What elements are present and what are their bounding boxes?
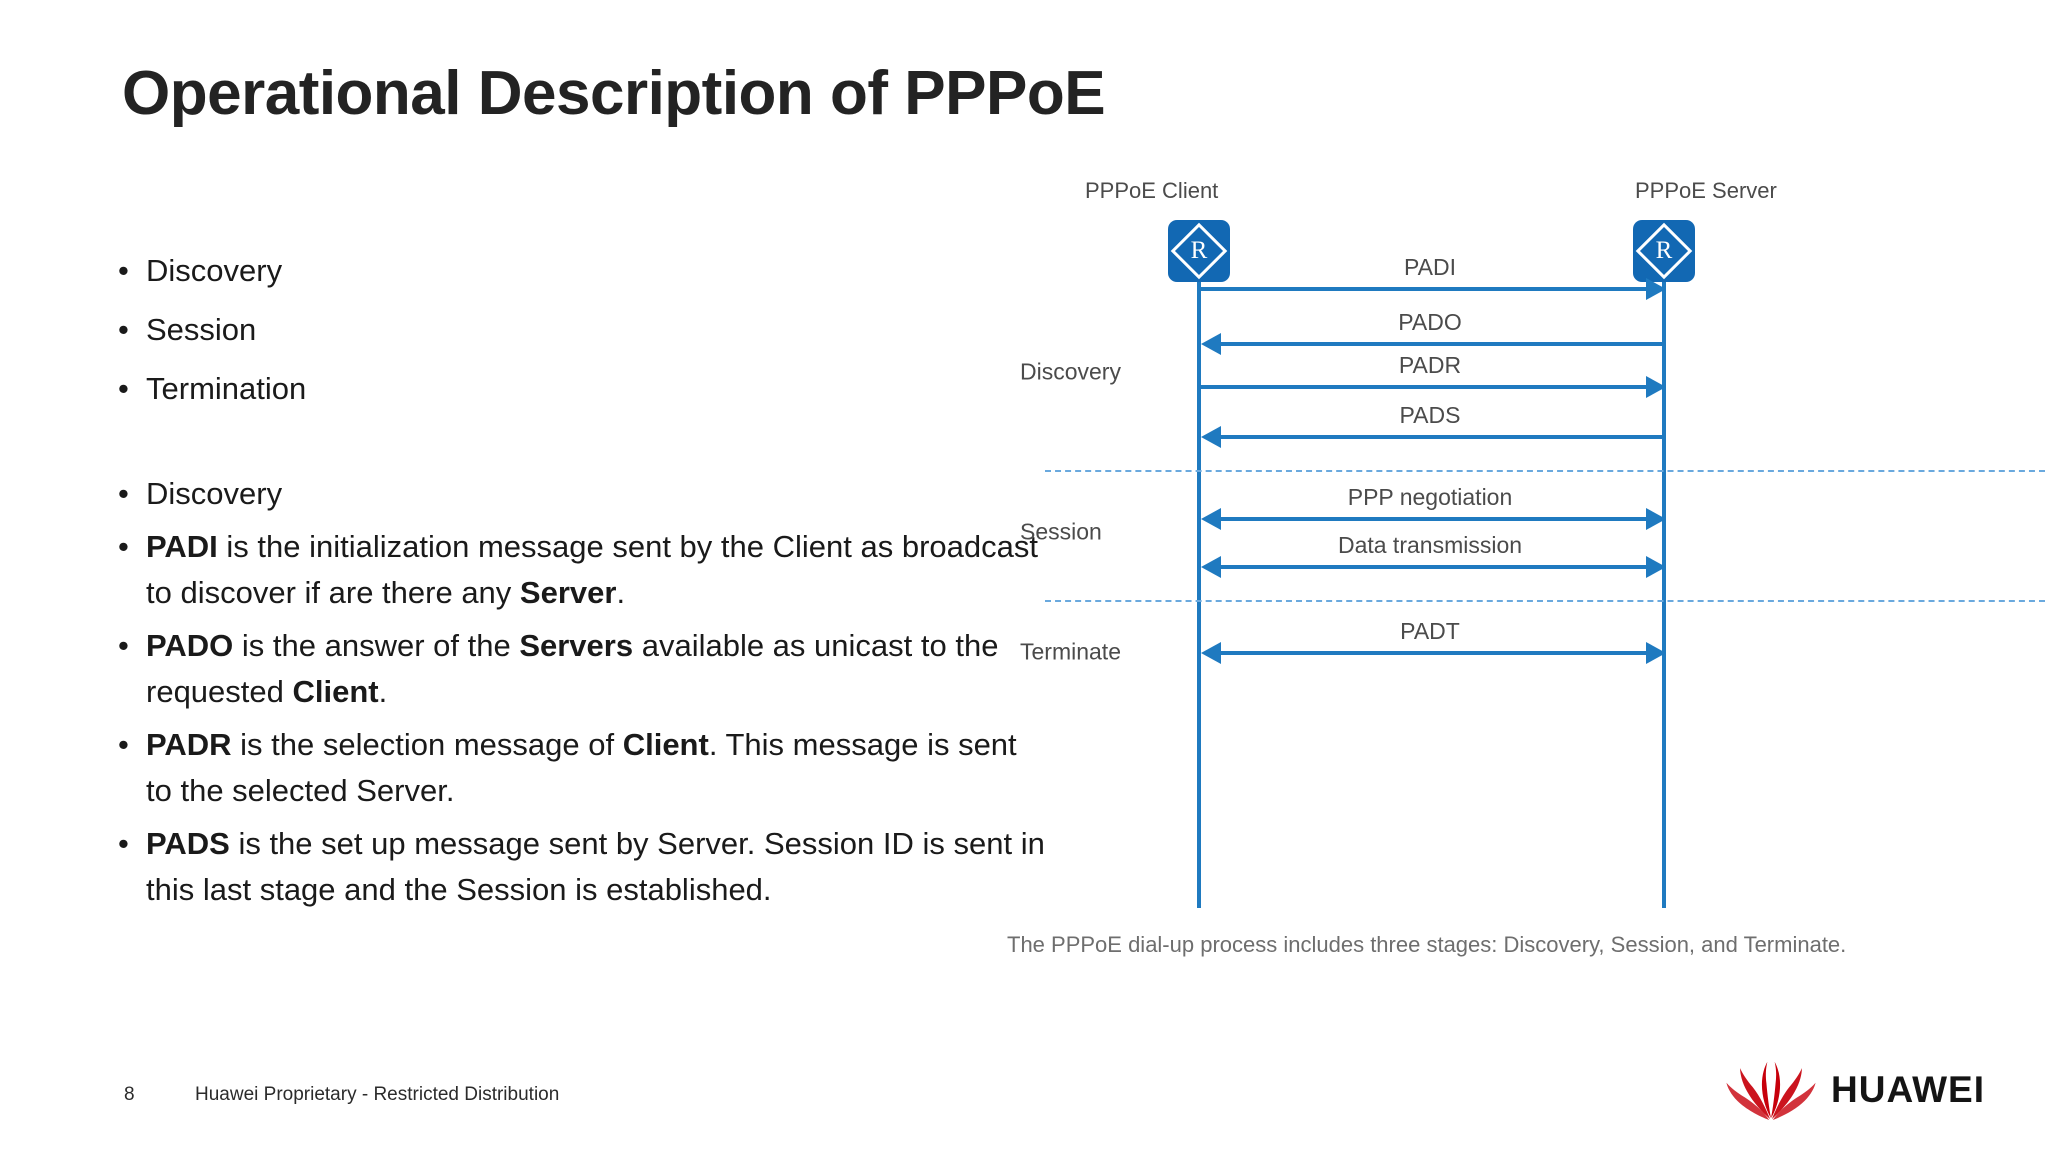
bullet-marker: • <box>118 253 129 288</box>
footer-confidentiality-note: Huawei Proprietary - Restricted Distribu… <box>195 1084 560 1105</box>
body-text: . <box>616 575 626 610</box>
bullet-marker: • <box>118 727 129 762</box>
list-item-label: Discovery <box>146 253 283 288</box>
body-text: is the initialization message sent by th… <box>146 529 1038 610</box>
arrow-head-right-icon <box>1646 278 1666 300</box>
list-item-rich-text: PADR is the selection message of Client.… <box>146 722 1048 814</box>
emphasis-text: PADO <box>146 628 234 663</box>
arrow-line <box>1221 565 1646 569</box>
emphasis-text: Client <box>622 727 709 762</box>
router-icon: R <box>1633 220 1695 282</box>
emphasis-text: PADR <box>146 727 232 762</box>
list-item: • PADI is the initialization message sen… <box>118 524 1048 616</box>
client-lifeline <box>1197 282 1201 908</box>
page-title: Operational Description of PPPoE <box>122 59 1106 128</box>
bullet-marker: • <box>118 312 129 347</box>
router-icon: R <box>1168 220 1230 282</box>
list-spacer <box>118 425 1048 471</box>
list-item-rich-text: PADO is the answer of the Servers availa… <box>146 623 1048 715</box>
arrow-line <box>1221 651 1646 655</box>
arrow-line <box>1201 287 1646 291</box>
page-number: 8 <box>124 1084 135 1105</box>
stage-divider <box>1045 470 2045 472</box>
bullet-marker: • <box>118 628 129 663</box>
message-label-padr: PADR <box>1398 352 1462 378</box>
message-label-padt: PADT <box>1400 618 1460 644</box>
list-item: • Termination <box>118 366 1048 412</box>
emphasis-text: PADS <box>146 826 230 861</box>
huawei-wordmark: HUAWEI <box>1831 1069 1985 1110</box>
body-text: available as unicast to the requested <box>146 628 999 709</box>
body-text: . <box>378 674 388 709</box>
stage-label-discovery: Discovery <box>1020 358 1121 385</box>
server-lifeline <box>1662 282 1666 908</box>
body-text: . This message is sent to the selected S… <box>146 727 1017 808</box>
arrow-head-left-icon <box>1201 556 1221 578</box>
list-item: • Discovery <box>118 248 1048 294</box>
body-text: is the set up message sent by Server. Se… <box>146 826 1045 907</box>
bullet-marker: • <box>118 371 129 406</box>
list-item-label: Termination <box>146 371 307 406</box>
arrow-line <box>1221 435 1666 439</box>
list-item-rich-text: PADI is the initialization message sent … <box>146 524 1048 616</box>
arrow-head-left-icon <box>1201 508 1221 530</box>
bullet-marker: • <box>118 476 129 511</box>
list-item: • Discovery <box>118 471 1048 517</box>
arrow-head-right-icon <box>1646 508 1666 530</box>
emphasis-text: Server <box>519 575 617 610</box>
arrow-head-left-icon <box>1201 426 1221 448</box>
stage-label-terminate: Terminate <box>1020 638 1121 665</box>
arrow-head-right-icon <box>1646 642 1666 664</box>
arrow-line <box>1221 517 1646 521</box>
message-label-pado: PADO <box>1398 309 1462 335</box>
list-item-rich-text: Discovery <box>146 471 1048 517</box>
body-text: Discovery <box>146 476 283 511</box>
arrow-head-right-icon <box>1646 556 1666 578</box>
list-item-rich-text: PADS is the set up message sent by Serve… <box>146 821 1048 913</box>
arrow-head-right-icon <box>1646 376 1666 398</box>
list-item: • Session <box>118 307 1048 353</box>
pppoe-sequence-diagram: PPPoE Client PPPoE Server R R PADI PADO … <box>1007 178 2048 1002</box>
list-item: • PADR is the selection message of Clien… <box>118 722 1048 814</box>
message-label-ppp-negotiation: PPP negotiation <box>1347 484 1513 510</box>
body-text: is the answer of the <box>233 628 520 663</box>
list-item: • PADS is the set up message sent by Ser… <box>118 821 1048 913</box>
message-label-pads: PADS <box>1399 402 1461 428</box>
emphasis-text: PADI <box>146 529 218 564</box>
message-label-data-transmission: Data transmission <box>1337 532 1523 558</box>
emphasis-text: Servers <box>519 628 634 663</box>
router-letter: R <box>1190 237 1208 264</box>
arrow-head-left-icon <box>1201 642 1221 664</box>
diagram-caption: The PPPoE dial-up process includes three… <box>1007 932 1847 957</box>
bullet-marker: • <box>118 529 129 564</box>
huawei-logo: HUAWEI <box>1725 1060 1985 1120</box>
bullet-column: • Discovery • Session • Termination • Di… <box>118 248 1048 920</box>
stage-label-session: Session <box>1020 518 1102 545</box>
body-text: is the selection message of <box>231 727 623 762</box>
list-item: • PADO is the answer of the Servers avai… <box>118 623 1048 715</box>
client-node-label: PPPoE Client <box>1085 178 1219 203</box>
server-node-label: PPPoE Server <box>1635 178 1777 203</box>
arrow-line <box>1221 342 1666 346</box>
arrow-line <box>1201 385 1646 389</box>
huawei-flower-logo-icon <box>1725 1060 1817 1120</box>
router-letter: R <box>1655 237 1673 264</box>
bullet-marker: • <box>118 826 129 861</box>
emphasis-text: Client <box>292 674 379 709</box>
message-label-padi: PADI <box>1404 254 1456 280</box>
list-item-label: Session <box>146 312 257 347</box>
stage-divider <box>1045 600 2045 602</box>
arrow-head-left-icon <box>1201 333 1221 355</box>
